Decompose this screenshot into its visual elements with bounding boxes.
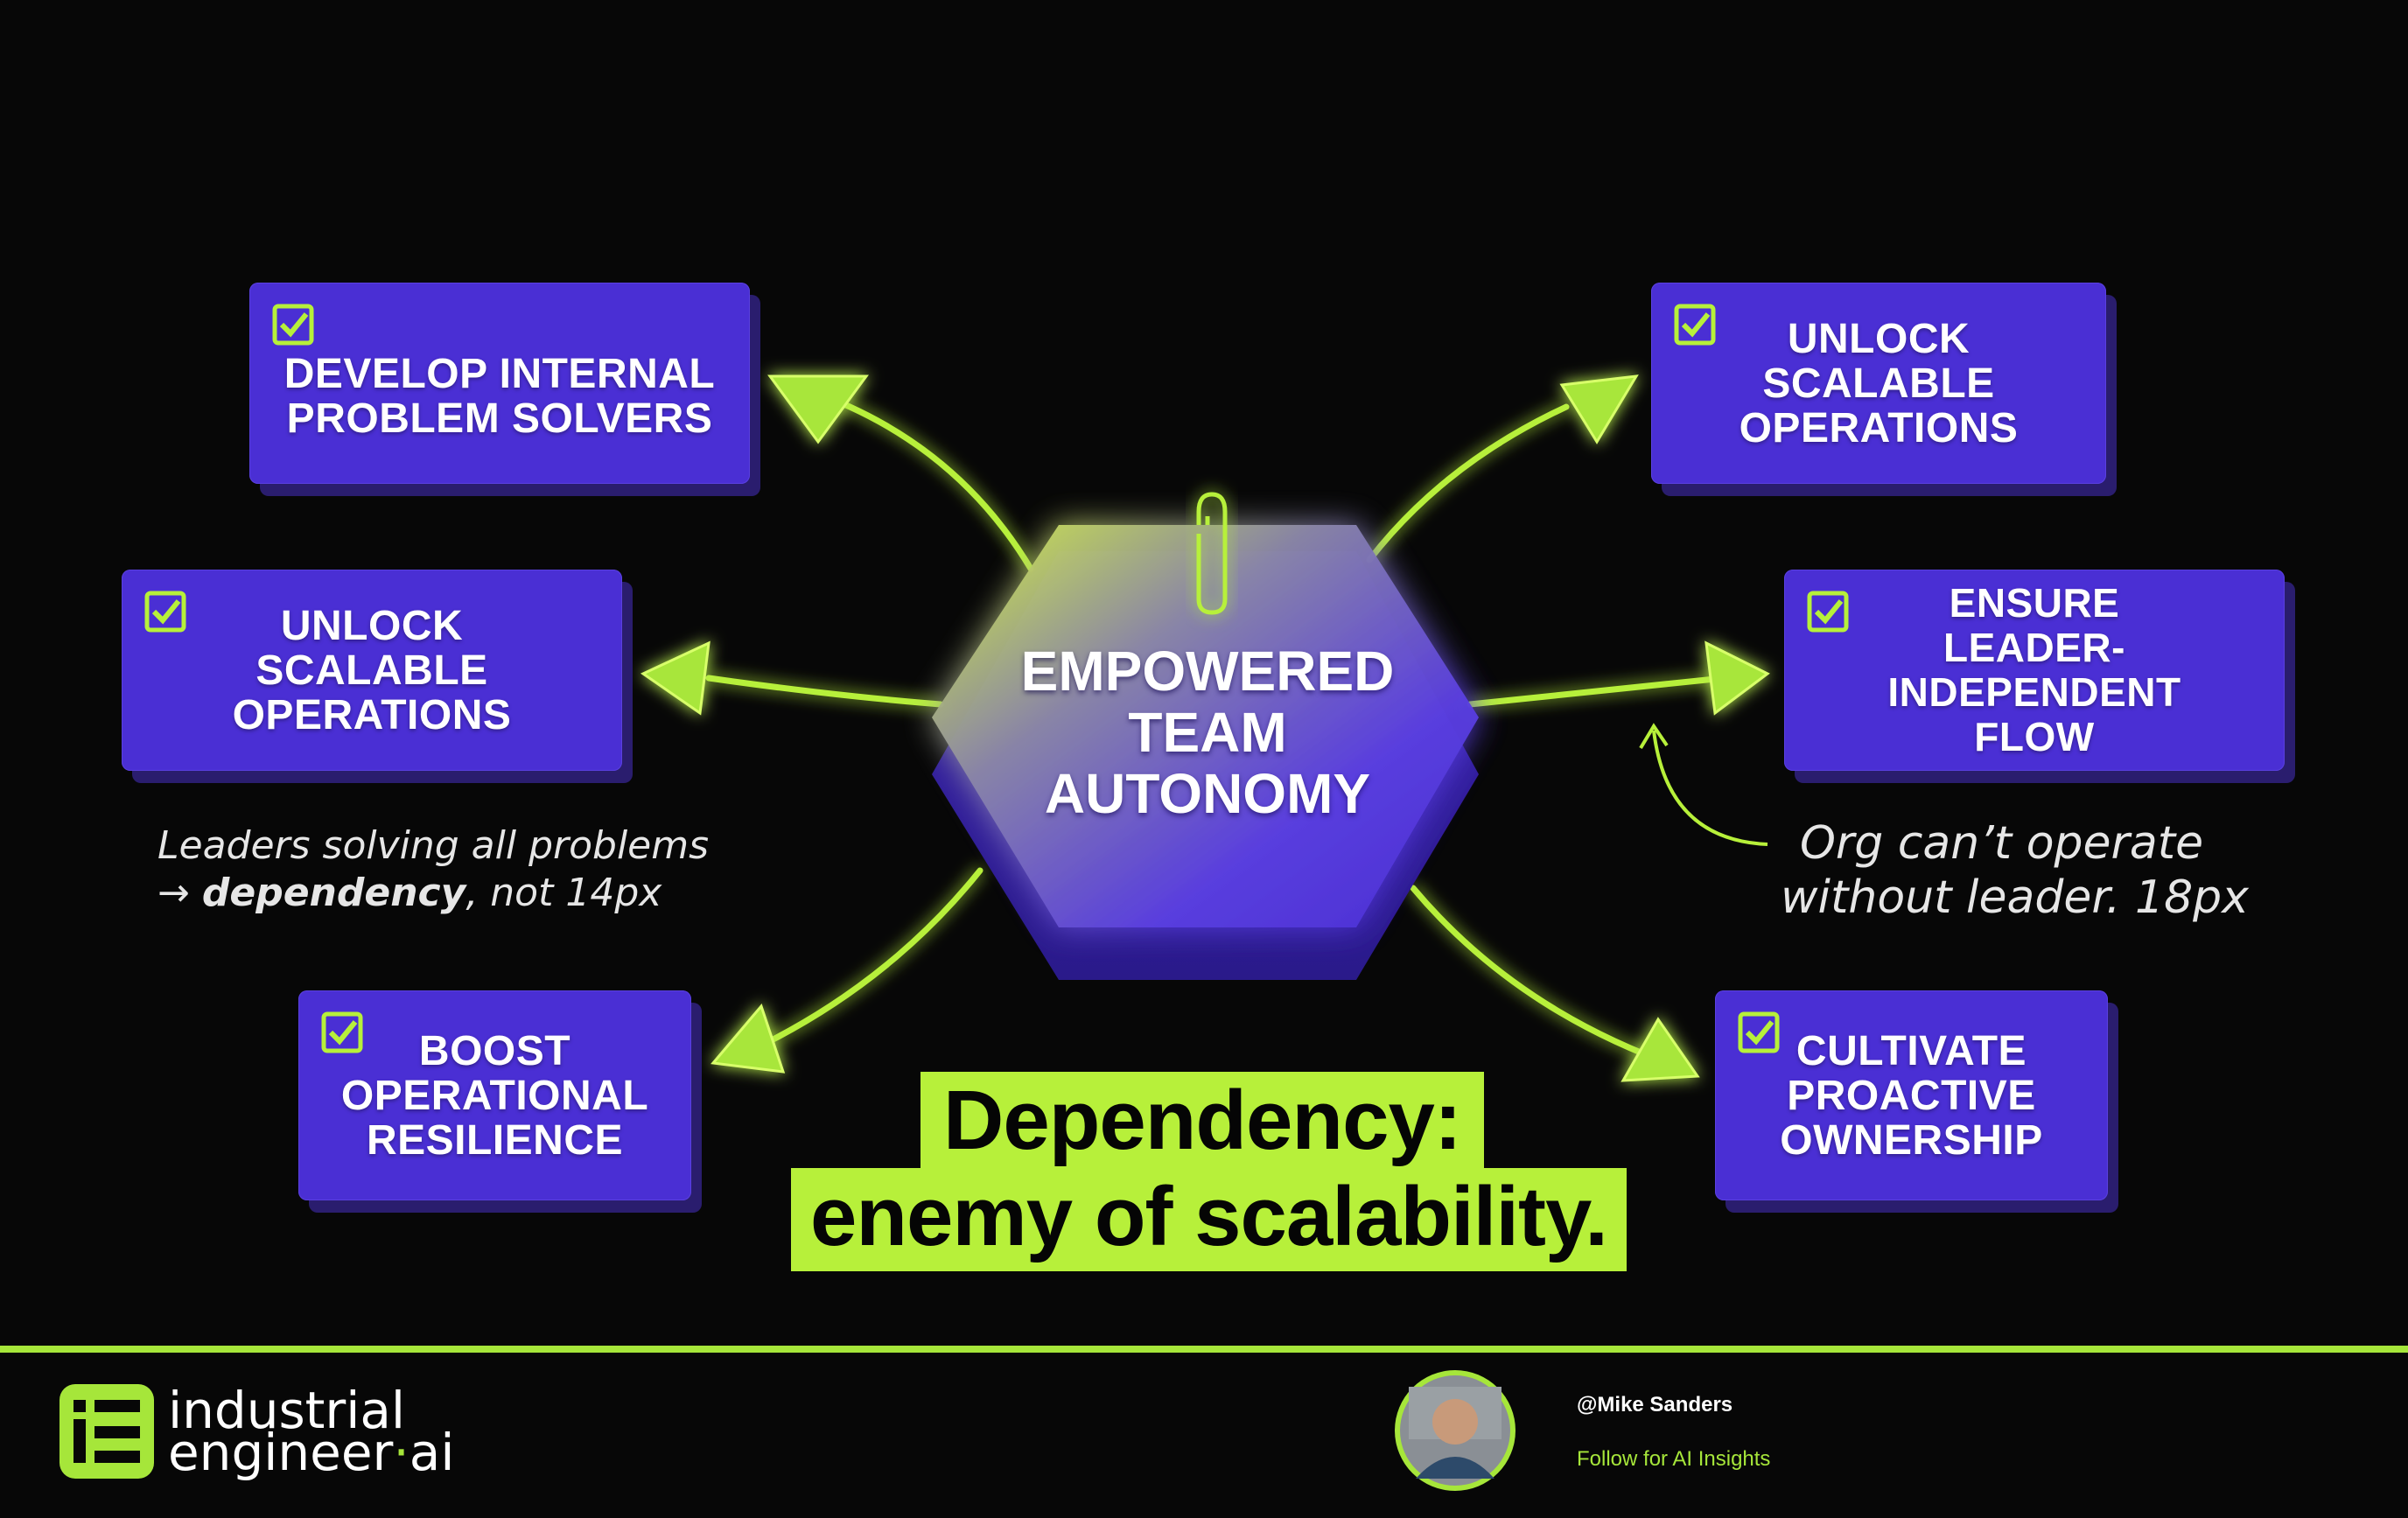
card-label: CULTIVATE PROACTIVE OWNERSHIP xyxy=(1780,1027,2043,1164)
card-label: UNLOCK SCALABLE OPERATIONS xyxy=(1739,315,2019,451)
arrowhead-boost xyxy=(710,1003,786,1074)
footer-divider xyxy=(0,1346,2408,1353)
brand-name: industrial engineer·ai xyxy=(168,1381,454,1478)
card-label: UNLOCK SCALABLE OPERATIONS xyxy=(232,602,512,738)
card-develop[interactable]: DEVELOP INTERNAL PROBLEM SOLVERS xyxy=(249,283,750,484)
arrowheads xyxy=(640,374,1770,1082)
arrow-to-unlock-left xyxy=(705,675,944,708)
arrow-to-boost xyxy=(758,867,984,1049)
note-left-rest: , not 14px xyxy=(466,871,662,915)
note-left-line1: Leaders solving all problems xyxy=(158,823,710,868)
note-left-bold: dependency xyxy=(201,871,466,915)
checkbox-icon xyxy=(1674,304,1716,346)
checkbox-icon xyxy=(1738,1011,1780,1053)
arrow-to-cultivate xyxy=(1410,885,1648,1058)
brand-dot: · xyxy=(393,1423,410,1482)
curved-arrow-icon xyxy=(1652,730,1768,846)
brand-line1: industrial xyxy=(168,1381,406,1440)
card-cultivate[interactable]: CULTIVATE PROACTIVE OWNERSHIP xyxy=(1715,990,2108,1200)
card-label: BOOST OPERATIONAL RESILIENCE xyxy=(340,1027,649,1164)
note-left-line2: → dependency, not 14px xyxy=(158,870,709,917)
card-unlock-right[interactable]: UNLOCK SCALABLE OPERATIONS xyxy=(1651,283,2106,484)
paperclip-icon xyxy=(1196,492,1228,615)
note-right-line1: Org can’t operate xyxy=(1800,817,2204,870)
checkbox-icon xyxy=(272,304,314,346)
connector-arrows xyxy=(705,399,1727,1058)
card-ensure[interactable]: ENSURE LEADER-INDEPENDENT FLOW xyxy=(1784,570,2285,771)
center-label: EMPOWERED TEAM AUTONOMY xyxy=(1020,640,1395,825)
brand-line2: engineer·ai xyxy=(168,1427,454,1478)
card-label: ENSURE LEADER-INDEPENDENT FLOW xyxy=(1887,580,2181,759)
card-label: DEVELOP INTERNAL PROBLEM SOLVERS xyxy=(284,351,716,442)
follow-link[interactable]: Follow for AI Insights xyxy=(1577,1447,1771,1471)
card-boost[interactable]: BOOST OPERATIONAL RESILIENCE xyxy=(298,990,691,1200)
arrowhead-ensure xyxy=(1704,640,1770,716)
note-right: Org can’t operate without leader. 18px xyxy=(1781,816,2249,925)
note-arrow: → xyxy=(158,871,190,915)
author-handle[interactable]: @Mike Sanders xyxy=(1577,1393,1733,1417)
arrowhead-unlock-left xyxy=(640,640,710,716)
card-unlock-left[interactable]: UNLOCK SCALABLE OPERATIONS xyxy=(122,570,622,771)
brand-engineer: engineer xyxy=(168,1423,394,1482)
logo-icon xyxy=(60,1384,154,1479)
arrow-to-unlock-right xyxy=(1366,403,1570,563)
checkbox-icon xyxy=(144,591,186,633)
note-right-line2: without leader. 18px xyxy=(1781,871,2249,924)
center-hexagon xyxy=(932,525,1479,980)
tagline-line1: Dependency: xyxy=(920,1072,1484,1170)
arrowhead-cultivate xyxy=(1620,1017,1700,1082)
curved-arrow-head xyxy=(1639,723,1669,750)
note-left: Leaders solving all problems → dependenc… xyxy=(158,822,709,917)
hexagon-face xyxy=(932,525,1479,927)
arrow-to-ensure xyxy=(1466,675,1727,708)
tagline-line2: enemy of scalability. xyxy=(791,1168,1627,1271)
brand-suffix: ai xyxy=(409,1423,455,1482)
arrow-to-develop xyxy=(836,399,1034,572)
checkbox-icon xyxy=(321,1011,363,1053)
avatar[interactable] xyxy=(1395,1370,1516,1491)
arrowhead-unlock-right xyxy=(1559,374,1639,444)
arrowhead-develop xyxy=(767,374,869,444)
checkbox-icon xyxy=(1807,591,1849,633)
